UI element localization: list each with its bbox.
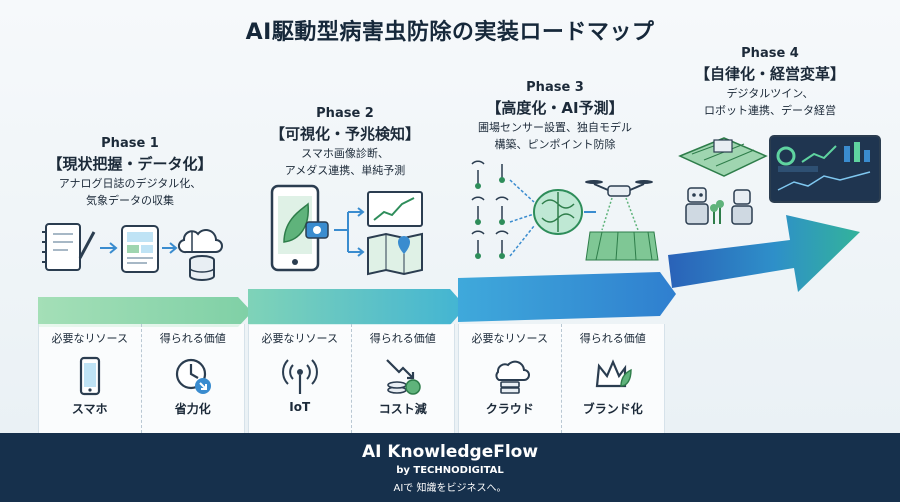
crown-icon: [595, 359, 632, 388]
phase-3-desc-line-2: 構築、ピンポイント防除: [494, 138, 616, 151]
value-heading: 得られる価値: [579, 332, 646, 345]
value-label: 省力化: [174, 402, 211, 416]
cloud-database-icon: [177, 229, 223, 281]
resource-heading: 必要なリソース: [51, 332, 128, 345]
roadmap-arrows: [38, 215, 860, 327]
cloud-server-icon: [495, 360, 530, 394]
arrow-segment-1: [38, 297, 252, 327]
page-title: AI駆動型病害虫防除の実装ロードマップ: [245, 20, 655, 45]
roadmap-stage: AI駆動型病害虫防除の実装ロードマップ Phase 1 【現状把握・データ化】 …: [0, 0, 900, 433]
arrow-segment-4: [668, 215, 860, 292]
arrow-segment-3: [458, 272, 676, 322]
phase-2: Phase 2 【可視化・予兆検知】 スマホ画像診断、 アメダス連携、単純予測: [235, 106, 455, 178]
phase-1-desc-line-2: 気象データの収集: [86, 194, 174, 207]
smartphone-leaf-icon: [270, 184, 329, 272]
resource-column: 必要なリソース クラウド: [459, 324, 562, 433]
footer-tagline: AIで 知識をビジネスへ。: [393, 483, 507, 494]
phase-2-resource-box: 必要なリソース IoT 得られる価値 コスト減: [248, 324, 455, 433]
phase-1-resource-box: 必要なリソース スマホ 得られる価値 省力化: [38, 324, 245, 433]
phase-1-title: 【現状把握・データ化】: [47, 155, 213, 173]
phase-4-desc-line-2: ロボット連携、データ経営: [704, 104, 836, 117]
resource-heading: 必要なリソース: [471, 332, 548, 345]
arrow-right-icon: [100, 242, 118, 254]
value-column: 得られる価値 ブランド化: [562, 324, 665, 433]
phase-4-name: Phase 4: [741, 46, 799, 61]
phase-4-desc-line-1: デジタルツイン、: [726, 87, 814, 100]
value-label: コスト減: [378, 402, 427, 416]
phase-4: Phase 4 【自律化・経営変革】 デジタルツイン、 ロボット連携、データ経営: [655, 46, 885, 118]
phase-1-name: Phase 1: [101, 136, 159, 151]
value-column: 得られる価値 コスト減: [352, 324, 455, 433]
phase-3: Phase 3 【高度化・AI予測】 圃場センサー設置、独自モデル 構築、ピンポ…: [440, 80, 670, 152]
smart-farm-icon: [678, 137, 768, 177]
resource-label: スマホ: [71, 402, 108, 416]
phase-2-desc-line-2: アメダス連携、単純予測: [284, 164, 406, 177]
arrow-right-icon: [162, 242, 178, 254]
dashboard-icon: [769, 135, 881, 203]
value-column: 得られる価値 省力化: [142, 324, 245, 433]
resource-heading: 必要なリソース: [261, 332, 338, 345]
phase-3-name: Phase 3: [526, 80, 584, 95]
arrow-segment-2: [248, 289, 466, 325]
phase-2-name: Phase 2: [316, 106, 374, 121]
tablet-icon: [121, 225, 159, 273]
phase-1: Phase 1 【現状把握・データ化】 アナログ日誌のデジタル化、 気象データの…: [20, 136, 240, 208]
resource-column: 必要なリソース IoT: [249, 324, 352, 433]
phase-4-title: 【自律化・経営変革】: [694, 65, 845, 83]
phase-1-illustration: [42, 223, 223, 281]
robot-icon: [685, 187, 753, 225]
phase-1-desc-line-1: アナログ日誌のデジタル化、: [58, 177, 202, 190]
footer-brand: AI KnowledgeFlow: [361, 442, 539, 462]
phase-2-title: 【可視化・予兆検知】: [269, 125, 420, 143]
ai-brain-icon: [533, 189, 583, 235]
phase-3-desc-line-1: 圃場センサー設置、独自モデル: [478, 121, 632, 134]
value-label: ブランド化: [582, 402, 643, 416]
value-heading: 得られる価値: [369, 332, 436, 345]
resource-column: 必要なリソース スマホ: [39, 324, 142, 433]
notebook-icon: [42, 223, 96, 271]
footer-byline: by TECHNODIGITAL: [396, 465, 504, 476]
line-chart-icon: [367, 191, 423, 227]
iot-antenna-icon: [281, 359, 318, 394]
phase-2-desc-line-1: スマホ画像診断、: [301, 147, 389, 160]
field-sensor-icon: [471, 160, 509, 254]
phase-3-title: 【高度化・AI予測】: [486, 99, 624, 117]
phase-4-illustration: [678, 135, 881, 225]
coins-down-icon: [385, 359, 421, 395]
branch-arrows-icon: [334, 207, 365, 257]
crop-field-icon: [585, 231, 659, 261]
footer-banner: AI KnowledgeFlow by TECHNODIGITAL AIで 知識…: [0, 433, 900, 502]
resource-label: IoT: [289, 400, 311, 414]
clock-icon: [175, 358, 211, 394]
phase-3-illustration: [471, 160, 659, 261]
phase-2-illustration: [270, 184, 423, 276]
smartphone-icon: [79, 356, 100, 396]
map-pin-icon: [367, 232, 423, 276]
phase-3-resource-box: 必要なリソース クラウド 得られる価値 ブランド化: [458, 324, 665, 433]
resource-label: クラウド: [485, 402, 534, 416]
value-heading: 得られる価値: [159, 332, 226, 345]
drone-icon: [585, 180, 653, 231]
